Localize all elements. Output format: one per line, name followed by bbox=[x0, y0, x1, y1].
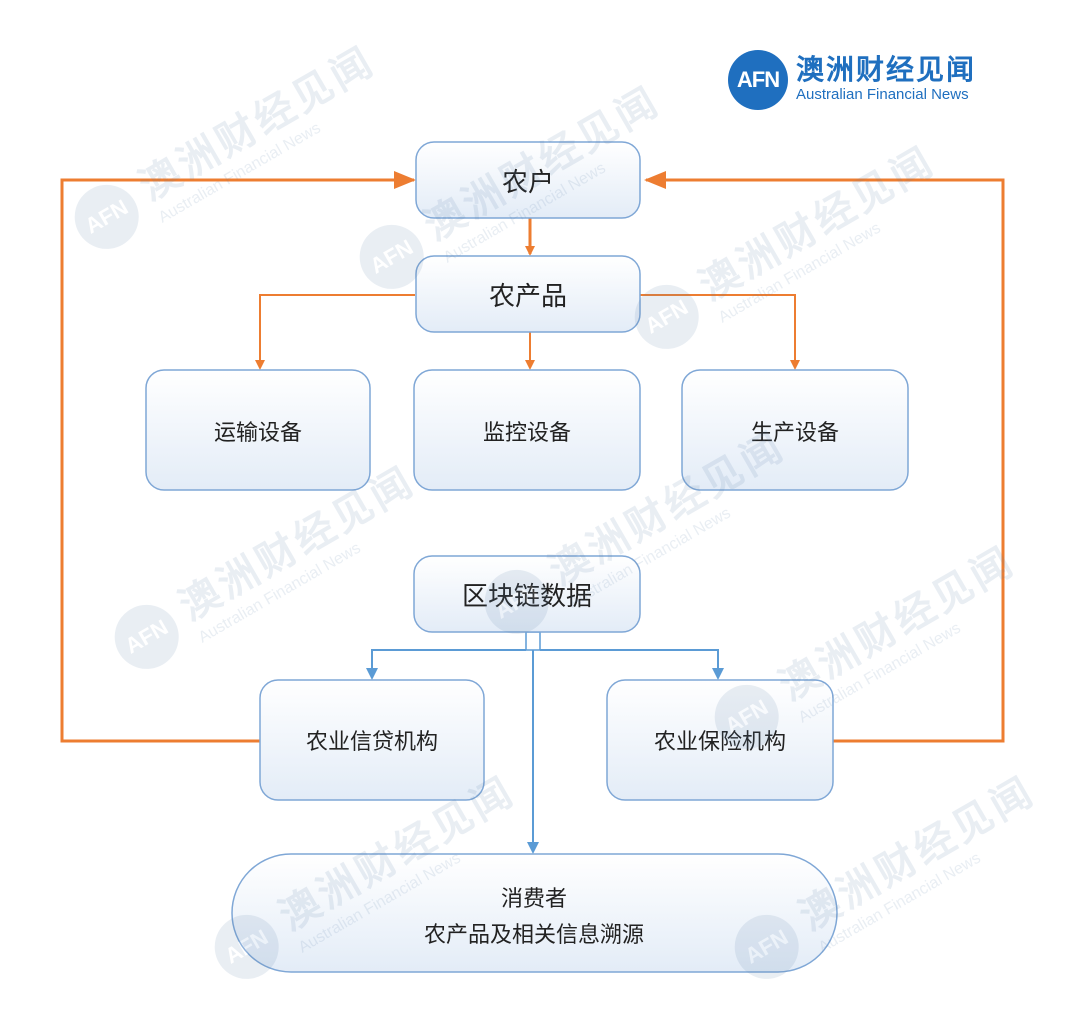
monitor-box bbox=[413, 369, 641, 491]
transport-box bbox=[145, 369, 371, 491]
transport-label: 运输设备 bbox=[214, 421, 302, 446]
arrow-insurance-to-farmer bbox=[644, 171, 1005, 743]
afn-logo-icon: AFN bbox=[728, 50, 788, 110]
monitor-label: 监控设备 bbox=[483, 421, 571, 446]
blockchain-connector-port bbox=[525, 631, 541, 651]
credit-label: 农业信贷机构 bbox=[306, 730, 438, 755]
brand-name-cn: 澳洲财经见闻 bbox=[796, 53, 977, 86]
blue-connectors bbox=[366, 631, 724, 854]
arrow-product-to-production bbox=[640, 294, 800, 370]
arrow-blockchain-to-credit bbox=[366, 649, 526, 680]
production-label: 生产设备 bbox=[751, 421, 839, 446]
production-box bbox=[681, 369, 909, 491]
product-box bbox=[415, 255, 641, 333]
arrow-credit-to-farmer bbox=[60, 171, 416, 743]
brand-logo: AFN 澳洲财经见闻 Australian Financial News bbox=[728, 48, 1008, 112]
node-labels: 农户 农产品 运输设备 监控设备 生产设备 区块链数据 农业信贷机构 农业保险机… bbox=[214, 168, 839, 948]
brand-name-en: Australian Financial News bbox=[796, 86, 969, 103]
insurance-label: 农业保险机构 bbox=[654, 730, 786, 755]
blockchain-label: 区块链数据 bbox=[462, 582, 592, 612]
farmer-label: 农户 bbox=[502, 168, 554, 198]
credit-box bbox=[259, 679, 485, 801]
blockchain-box bbox=[413, 555, 641, 633]
arrow-product-to-transport bbox=[255, 294, 415, 370]
product-label: 农产品 bbox=[489, 282, 567, 312]
consumer-label-line2: 农产品及相关信息溯源 bbox=[424, 923, 644, 948]
consumer-box bbox=[231, 853, 838, 973]
arrow-blockchain-to-insurance bbox=[540, 649, 724, 680]
orange-connectors bbox=[60, 171, 1005, 743]
consumer-label-line1: 消费者 bbox=[501, 887, 567, 912]
node-boxes bbox=[145, 141, 909, 973]
farmer-box bbox=[415, 141, 641, 219]
insurance-box bbox=[606, 679, 834, 801]
